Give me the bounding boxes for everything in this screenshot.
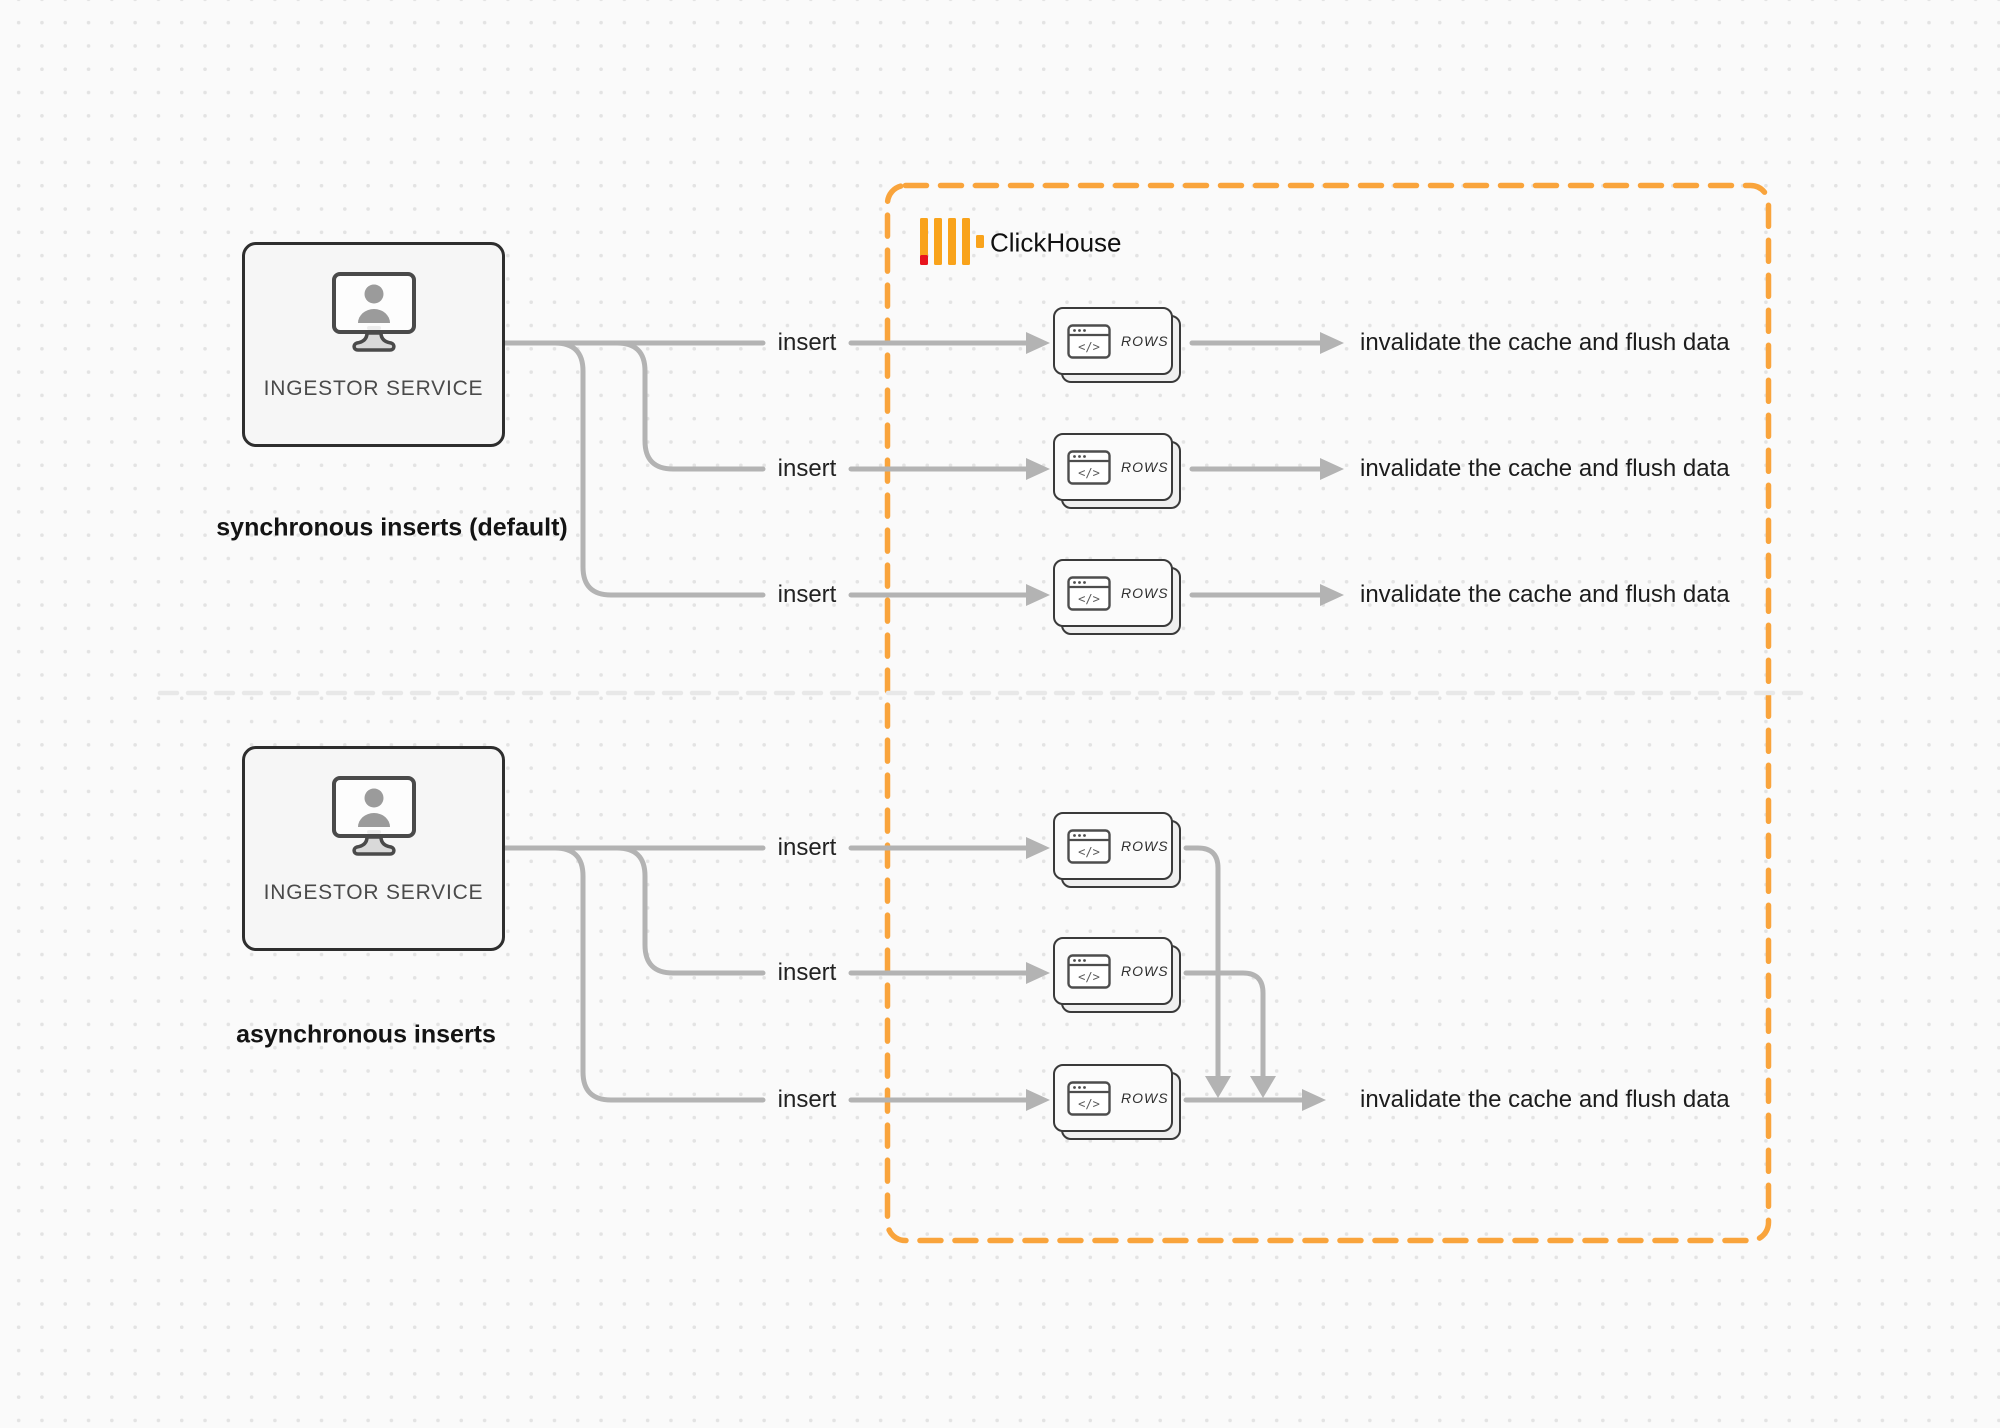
ingestor-service-box-sync: INGESTOR SERVICE — [242, 242, 505, 447]
sync-row2-branch — [614, 340, 766, 472]
connector-lines — [502, 340, 1323, 1103]
window-code-icon: </> — [1067, 953, 1111, 989]
svg-text:</>: </> — [1078, 1097, 1100, 1111]
sync-row2-out-arrowhead — [1320, 458, 1344, 480]
sync-row3-arrowhead — [1026, 584, 1050, 606]
rows-card-front: </> ROWS — [1053, 812, 1173, 880]
window-code-icon: </> — [1067, 828, 1111, 864]
insert-label: insert — [777, 1086, 837, 1113]
arrowheads — [1026, 332, 1344, 1111]
invalidate-label: invalidate the cache and flush data — [1360, 329, 1730, 356]
invalidate-label: invalidate the cache and flush data — [1360, 581, 1730, 608]
rows-card-front: </> ROWS — [1053, 937, 1173, 1005]
insert-label: insert — [777, 834, 837, 861]
sync-row1-out-arrowhead — [1320, 332, 1344, 354]
async-row1-down-arrowhead — [1205, 1076, 1231, 1098]
async-row1-down-line — [1183, 845, 1221, 1081]
rows-label: ROWS — [1121, 1090, 1169, 1106]
rows-card-front: </> ROWS — [1053, 307, 1173, 375]
insert-label: insert — [777, 581, 837, 608]
clickhouse-title: ClickHouse — [990, 227, 1122, 258]
rows-card: </> ROWS — [1053, 559, 1181, 635]
window-code-icon: </> — [1067, 1080, 1111, 1116]
async-row2-arrowhead — [1026, 962, 1050, 984]
svg-text:</>: </> — [1078, 845, 1100, 859]
rows-card: </> ROWS — [1053, 307, 1181, 383]
rows-label: ROWS — [1121, 333, 1169, 349]
rows-card: </> ROWS — [1053, 1064, 1181, 1140]
ingestor-service-label: INGESTOR SERVICE — [263, 377, 484, 400]
svg-text:</>: </> — [1078, 970, 1100, 984]
insert-label: insert — [777, 959, 837, 986]
async-row3-branch — [552, 845, 766, 1103]
sync-row2-arrowhead — [1026, 458, 1050, 480]
invalidate-label: invalidate the cache and flush data — [1360, 455, 1730, 482]
async-row3-out-arrowhead — [1302, 1089, 1326, 1111]
rows-label: ROWS — [1121, 838, 1169, 854]
rows-label: ROWS — [1121, 963, 1169, 979]
async-caption: asynchronous inserts — [236, 1020, 496, 1049]
sync-row3-branch — [552, 340, 766, 598]
insert-label: insert — [777, 455, 837, 482]
ingestor-service-box-async: INGESTOR SERVICE — [242, 746, 505, 951]
rows-card-front: </> ROWS — [1053, 433, 1173, 501]
sync-row1-arrowhead — [1026, 332, 1050, 354]
window-code-icon: </> — [1067, 323, 1111, 359]
clickhouse-logo-icon — [920, 218, 984, 265]
insert-label: insert — [777, 329, 837, 356]
sync-caption: synchronous inserts (default) — [216, 513, 568, 542]
rows-card-front: </> ROWS — [1053, 1064, 1173, 1132]
invalidate-label: invalidate the cache and flush data — [1360, 1086, 1730, 1113]
ingestor-service-label: INGESTOR SERVICE — [263, 881, 484, 904]
window-code-icon: </> — [1067, 449, 1111, 485]
rows-label: ROWS — [1121, 459, 1169, 475]
rows-card: </> ROWS — [1053, 433, 1181, 509]
rows-card: </> ROWS — [1053, 812, 1181, 888]
async-row3-arrowhead — [1026, 1089, 1050, 1111]
sync-row3-out-arrowhead — [1320, 584, 1344, 606]
monitor-user-icon — [331, 776, 416, 856]
async-row2-down-arrowhead — [1250, 1076, 1276, 1098]
rows-card: </> ROWS — [1053, 937, 1181, 1013]
clickhouse-container-border — [884, 182, 1772, 1244]
async-row2-branch — [614, 845, 766, 976]
svg-text:</>: </> — [1078, 592, 1100, 606]
window-code-icon: </> — [1067, 575, 1111, 611]
svg-text:</>: </> — [1078, 340, 1100, 354]
rows-card-front: </> ROWS — [1053, 559, 1173, 627]
monitor-user-icon — [331, 272, 416, 352]
async-row1-arrowhead — [1026, 837, 1050, 859]
svg-text:</>: </> — [1078, 466, 1100, 480]
async-row2-down-line — [1183, 970, 1266, 1081]
rows-label: ROWS — [1121, 585, 1169, 601]
